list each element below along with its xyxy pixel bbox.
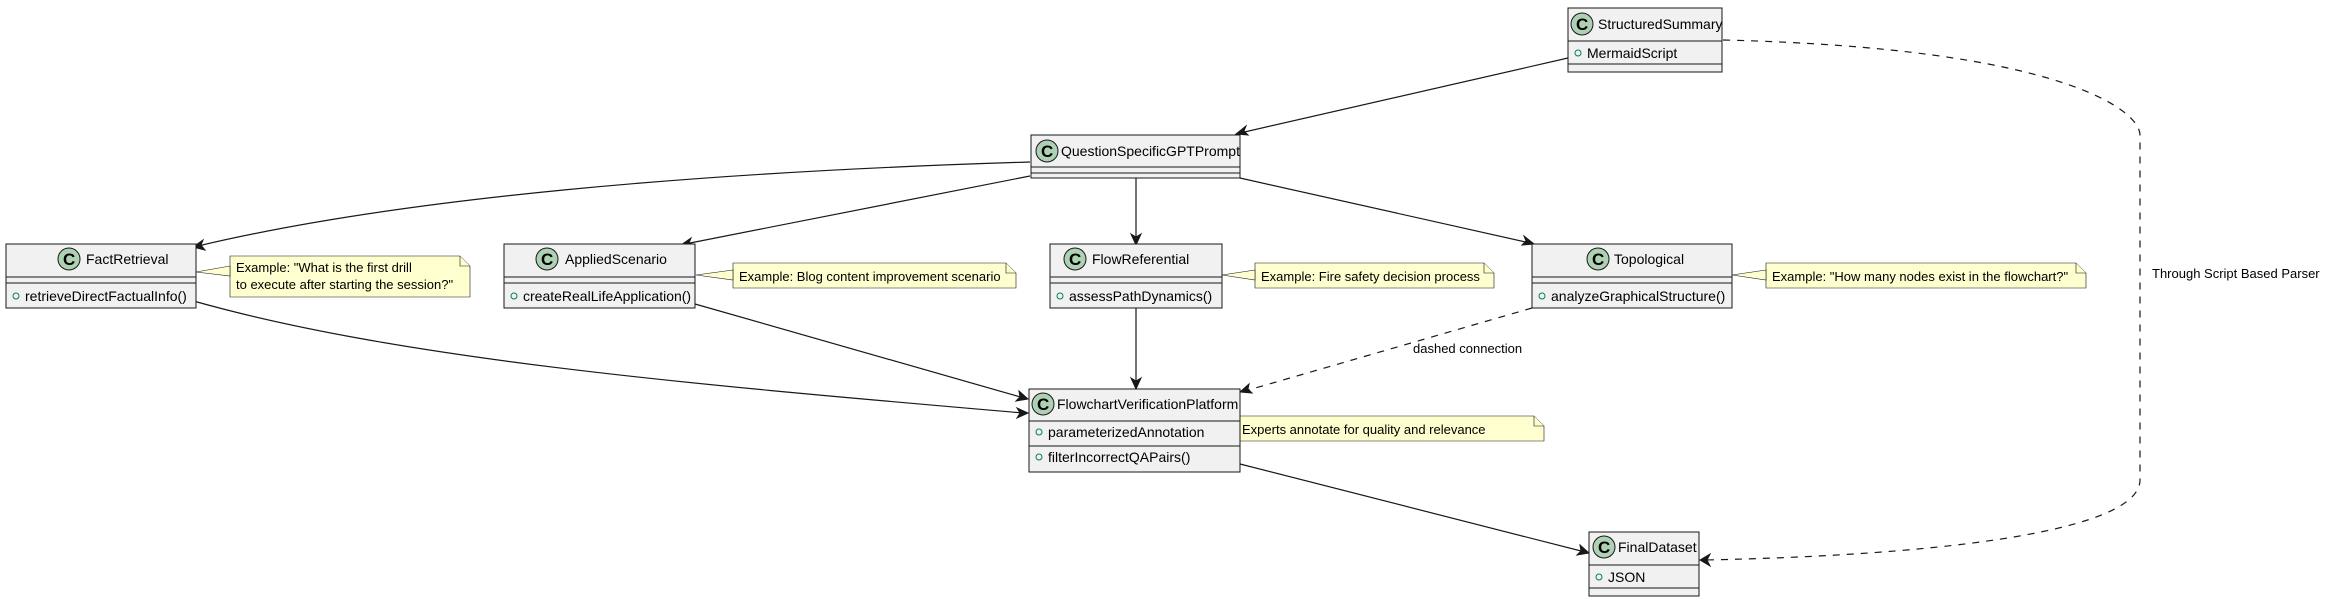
- svg-text:C: C: [1598, 538, 1610, 557]
- class-name: StructuredSummary: [1598, 16, 1722, 32]
- notes: Example: "What is the first drill to exe…: [195, 255, 2087, 442]
- note-applied-scenario-text: Example: Blog content improvement scenar…: [739, 269, 1001, 284]
- public-visibility-icon: [12, 292, 20, 300]
- class-topological[interactable]: C Topological analyzeGraphicalStructure(…: [1531, 243, 1733, 309]
- class-name: FactRetrieval: [86, 251, 168, 267]
- class-name: Topological: [1614, 251, 1684, 267]
- class-spot-icon: [1035, 139, 1059, 163]
- edge-flowreferential-verification: [1129, 308, 1143, 391]
- class-flow-referential[interactable]: C FlowReferential assessPathDynamics(): [1049, 243, 1223, 309]
- class-name: QuestionSpecificGPTPrompt: [1061, 143, 1240, 159]
- public-visibility-icon: [1595, 573, 1603, 581]
- class-field: JSON: [1608, 569, 1645, 585]
- note-verification: Experts annotate for quality and relevan…: [1235, 415, 1545, 442]
- class-final-dataset[interactable]: C FinalDataset JSON: [1588, 531, 1700, 597]
- class-name: FlowReferential: [1092, 251, 1189, 267]
- note-applied-scenario: Example: Blog content improvement scenar…: [695, 262, 1017, 289]
- class-spot-icon: [1031, 392, 1055, 416]
- edge-label-dashed-connection: dashed connection: [1413, 341, 1522, 356]
- class-spot-icon: [1592, 535, 1616, 559]
- public-visibility-icon: [1035, 453, 1043, 461]
- class-spot-icon: [1570, 12, 1594, 36]
- note-fact-retrieval-line-1: Example: "What is the first drill: [236, 260, 412, 275]
- class-structured-summary[interactable]: C StructuredSummary MermaidScript: [1567, 7, 1723, 73]
- public-visibility-icon: [510, 292, 518, 300]
- edge-questionspecific-factretrieval: [191, 161, 1031, 251]
- edge-factretrieval-verification: [189, 299, 1030, 420]
- note-topological-text: Example: "How many nodes exist in the fl…: [1772, 269, 2068, 284]
- public-visibility-icon: [1035, 428, 1043, 436]
- class-spot-icon: [57, 247, 81, 271]
- note-fact-retrieval-line-2: to execute after starting the session?": [236, 277, 453, 292]
- svg-text:C: C: [1037, 395, 1049, 414]
- edge-label-script-parser: Through Script Based Parser: [2152, 266, 2320, 281]
- class-field: MermaidScript: [1587, 45, 1677, 61]
- edge-questionspecific-appliedscenario: [679, 175, 1031, 249]
- public-visibility-icon: [1538, 292, 1546, 300]
- class-flowchart-verification-platform[interactable]: C FlowchartVerificationPlatform paramete…: [1028, 388, 1241, 473]
- edge-structuredsummary-finaldataset: Through Script Based Parser: [1699, 39, 2320, 568]
- public-visibility-icon: [1056, 292, 1064, 300]
- svg-text:C: C: [1041, 142, 1053, 161]
- svg-text:C: C: [541, 250, 553, 269]
- class-spot-icon: [1586, 247, 1610, 271]
- class-spot-icon: [1063, 247, 1087, 271]
- edge-topological-verification: dashed connection: [1238, 307, 1533, 394]
- svg-text:C: C: [1592, 250, 1604, 269]
- public-visibility-icon: [1574, 49, 1582, 57]
- note-fact-retrieval: Example: "What is the first drill to exe…: [195, 255, 471, 298]
- class-name: AppliedScenario: [565, 251, 667, 267]
- svg-text:C: C: [63, 250, 75, 269]
- edge-appliedscenario-verification: [694, 303, 1030, 402]
- class-method: createRealLifeApplication(): [523, 288, 691, 304]
- note-topological: Example: "How many nodes exist in the fl…: [1731, 262, 2087, 289]
- class-applied-scenario[interactable]: C AppliedScenario createRealLifeApplicat…: [503, 243, 696, 309]
- class-fact-retrieval[interactable]: C FactRetrieval retrieveDirectFactualInf…: [5, 243, 197, 309]
- edge-questionspecific-flowreferential: [1129, 178, 1143, 247]
- classes: C StructuredSummary MermaidScript C Ques…: [5, 7, 1733, 597]
- class-name: FinalDataset: [1618, 539, 1697, 555]
- note-verification-text: Experts annotate for quality and relevan…: [1242, 422, 1486, 437]
- class-method: analyzeGraphicalStructure(): [1551, 288, 1725, 304]
- class-spot-icon: [535, 247, 559, 271]
- class-question-specific-gpt-prompt[interactable]: C QuestionSpecificGPTPrompt: [1030, 134, 1241, 179]
- svg-text:C: C: [1576, 15, 1588, 34]
- class-method: assessPathDynamics(): [1069, 288, 1212, 304]
- edge-questionspecific-topological: [1239, 177, 1536, 246]
- edge-structuredsummary-questionspecific: [1234, 57, 1569, 136]
- note-flow-referential-text: Example: Fire safety decision process: [1261, 269, 1480, 284]
- note-flow-referential: Example: Fire safety decision process: [1221, 262, 1495, 289]
- edges: Through Script Based Parser: [189, 39, 2320, 568]
- class-method: retrieveDirectFactualInfo(): [25, 288, 187, 304]
- class-method: filterIncorrectQAPairs(): [1048, 449, 1190, 465]
- class-field: parameterizedAnnotation: [1048, 424, 1204, 440]
- svg-text:C: C: [1069, 250, 1081, 269]
- class-name: FlowchartVerificationPlatform: [1057, 396, 1238, 412]
- edge-verification-finaldataset: [1239, 463, 1591, 556]
